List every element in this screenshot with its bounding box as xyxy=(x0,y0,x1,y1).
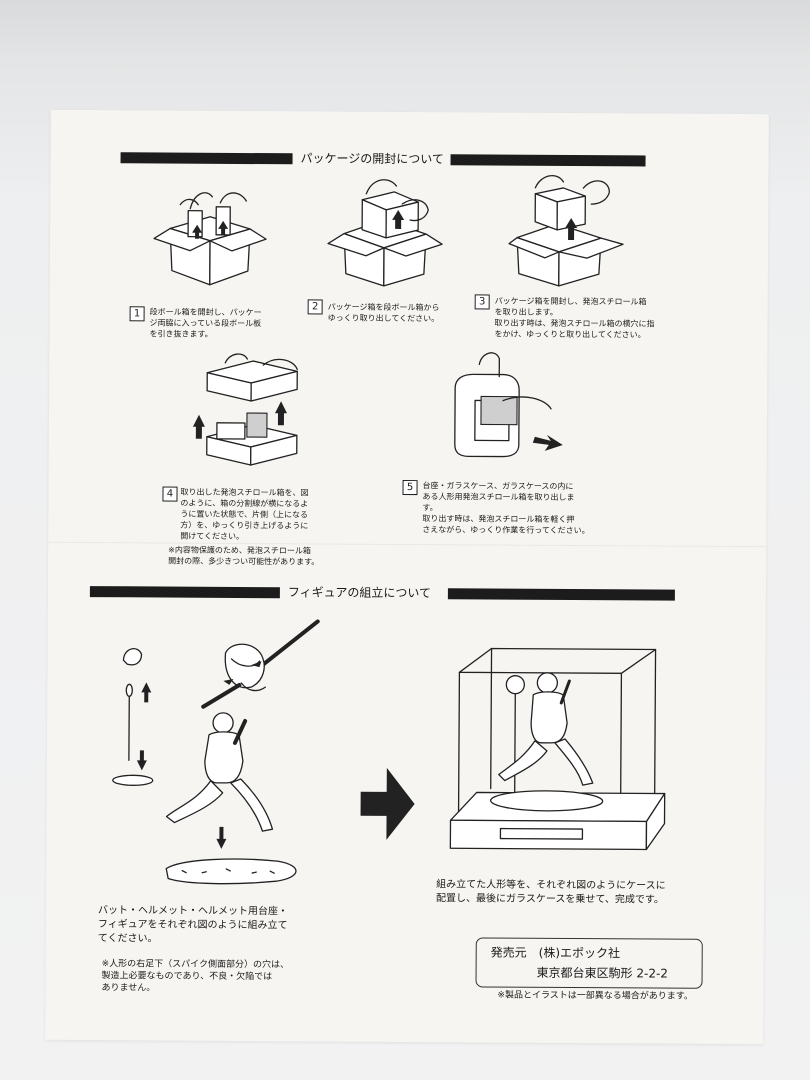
step-number-2: 2 xyxy=(307,299,323,315)
step-text-2: パッケージ箱を段ボール箱から ゆっくり取り出してください。 xyxy=(327,302,440,324)
illustration-step5 xyxy=(454,352,563,458)
header-bar-right xyxy=(450,154,646,167)
step-number-4: 4 xyxy=(162,486,178,502)
header-bar-left xyxy=(89,586,280,599)
illustration-display-case xyxy=(449,647,666,851)
instruction-sheet: パッケージの開封について xyxy=(45,109,769,1045)
illustration-step3 xyxy=(508,175,624,287)
step-text-5: 台座・ガラスケース、ガラスケースの内に ある人形用発泡スチロール箱を取り出しま … xyxy=(422,481,590,536)
illustration-figure-parts xyxy=(112,619,320,885)
step-number-5: 5 xyxy=(402,479,418,496)
publisher-name: 発売元 (株)エポック社 xyxy=(490,945,621,961)
step-text-1: 段ボール箱を開封し、パッケー ジ両脇に入っている段ボール板 を引き抜きます。 xyxy=(149,307,262,339)
header-bar-right xyxy=(447,588,675,601)
step-text-3: パッケージ箱を開封し、発泡スチロール箱 を取り出します。 取り出す時は、発泡スチ… xyxy=(494,296,655,340)
header-bar-left xyxy=(120,152,293,165)
assembly-hole-note: ※人形の右足下（スパイク側面部分）の穴は、 製造上必要なものであり、不良・欠陥で… xyxy=(101,959,290,994)
illustration-step2 xyxy=(327,179,443,287)
illustration-step1 xyxy=(153,192,267,286)
section-header-package: パッケージの開封について xyxy=(120,148,646,167)
arrow-right-icon xyxy=(360,767,415,840)
assembly-complete-text: 組み立てた人形等を、それぞれ図のようにケースに 配置し、最後にガラスケースを乗せ… xyxy=(436,879,666,906)
paper-fold-line xyxy=(48,541,767,548)
step-number-1: 1 xyxy=(129,306,145,322)
illustration-step4 xyxy=(192,353,298,466)
contents-protection-note: ※内容物保護のため、発泡スチロール箱 開封の際、多少きつい可能性があります。 xyxy=(168,545,320,567)
assembly-instructions: バット・ヘルメット・ヘルメット用台座・ フィギュアをそれぞれ図のように組み立て … xyxy=(97,905,288,945)
step-number-3: 3 xyxy=(474,294,490,310)
disclaimer-note: ※製品とイラストは一部異なる場合があります。 xyxy=(497,990,693,1002)
publisher-address: 東京都台東区駒形 2-2-2 xyxy=(536,965,669,981)
section-title-assembly: フィギュアの組立について xyxy=(287,585,432,601)
publisher-box: 発売元 (株)エポック社 東京都台東区駒形 2-2-2 xyxy=(475,937,703,989)
step-text-4: 取り出した発泡スチロール箱を、図 のように、箱の分割線が横になるよ うに置いた状… xyxy=(180,487,309,542)
section-header-assembly: フィギュアの組立について xyxy=(89,582,675,602)
section-title-package: パッケージの開封について xyxy=(300,151,445,167)
